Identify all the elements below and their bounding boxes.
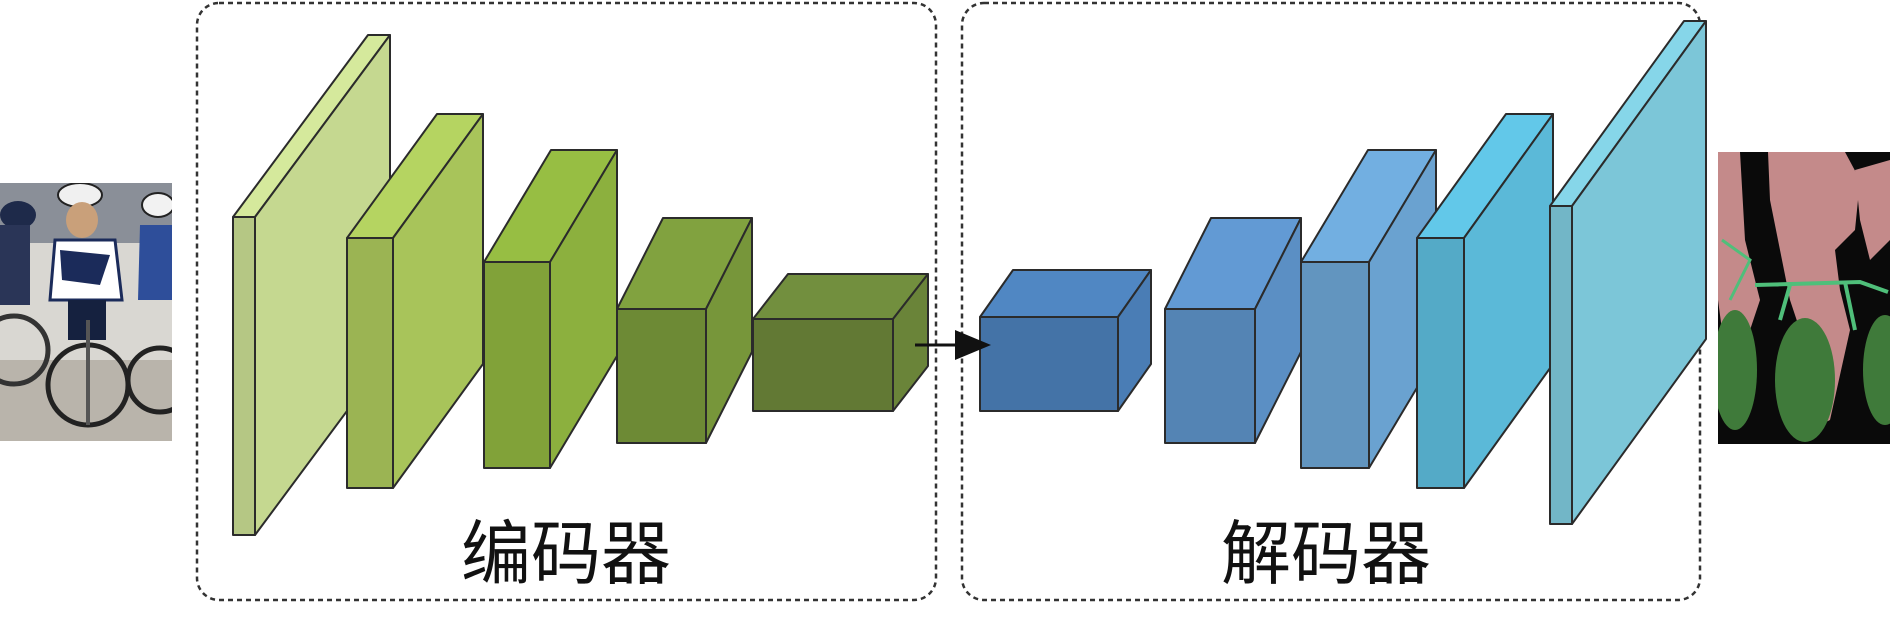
decoder-layer-1-front [979,316,1119,412]
encoder-label: 编码器 [461,513,671,595]
decoder-layer-5 [1549,20,1707,525]
decoder-layer-2-front [1164,308,1256,444]
encoder-layer-3 [483,149,618,469]
encoder-layer-5-front [752,318,894,412]
encoder-layers [232,34,929,536]
decoder-layer-3 [1300,149,1437,469]
decoder-layer-2 [1164,217,1302,444]
decoder-label: 解码器 [1221,513,1431,595]
encoder-layer-4-front [616,308,707,444]
decoder-panel [960,1,1702,602]
input-image [0,183,172,441]
encoder-layer-2-front [346,237,394,489]
output-image [1718,152,1890,444]
decoder-layers [979,20,1707,525]
decoder-layer-5-front [1549,205,1573,525]
encoder-layer-5 [752,273,929,412]
encoder-layer-2 [346,113,484,489]
encoder-layer-4 [616,217,753,444]
encoder-layer-3-front [483,261,551,469]
decoder-layer-4 [1416,113,1554,489]
encoder-layer-1-front [232,216,256,536]
decoder-layer-1 [979,269,1152,412]
decoder-layer-3-front [1300,261,1370,469]
decoder-layer-4-front [1416,237,1465,489]
encoder-panel [195,1,938,602]
